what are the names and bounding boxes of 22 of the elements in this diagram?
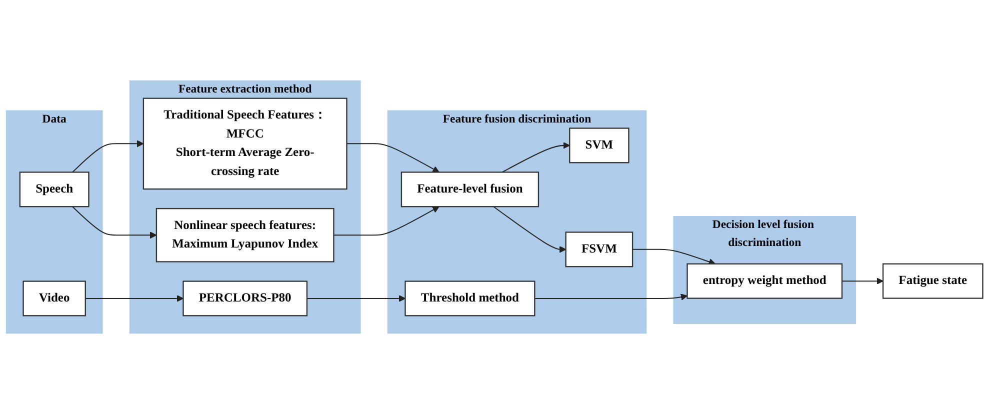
node-box: Video — [22, 280, 86, 316]
node-box: FSVM — [565, 232, 634, 268]
arrow — [72, 206, 157, 239]
arrow — [334, 206, 440, 236]
node-box: Nonlinear speech features: Maximum Lyapunov Index — [156, 208, 334, 262]
node-box: PERCLORS-P80 — [182, 280, 308, 316]
arrow — [493, 206, 566, 253]
node-box: Fatigue state — [882, 263, 984, 299]
arrow — [306, 295, 406, 302]
node-box: SVM — [569, 128, 630, 164]
arrow — [534, 294, 688, 300]
arrow — [346, 143, 440, 173]
node-box: Traditional Speech Features： MFCC Short-term Average Zero-crossing rate — [142, 98, 348, 190]
arrow — [842, 278, 884, 285]
arrow — [85, 295, 184, 302]
node-box: entropy weight method — [686, 263, 843, 299]
node-box: Feature-level fusion — [400, 172, 540, 208]
arrow — [502, 142, 570, 173]
arrow — [72, 140, 144, 173]
node-box: Threshold method — [404, 280, 536, 316]
arrow — [632, 248, 716, 266]
node-box: Speech — [19, 172, 90, 208]
